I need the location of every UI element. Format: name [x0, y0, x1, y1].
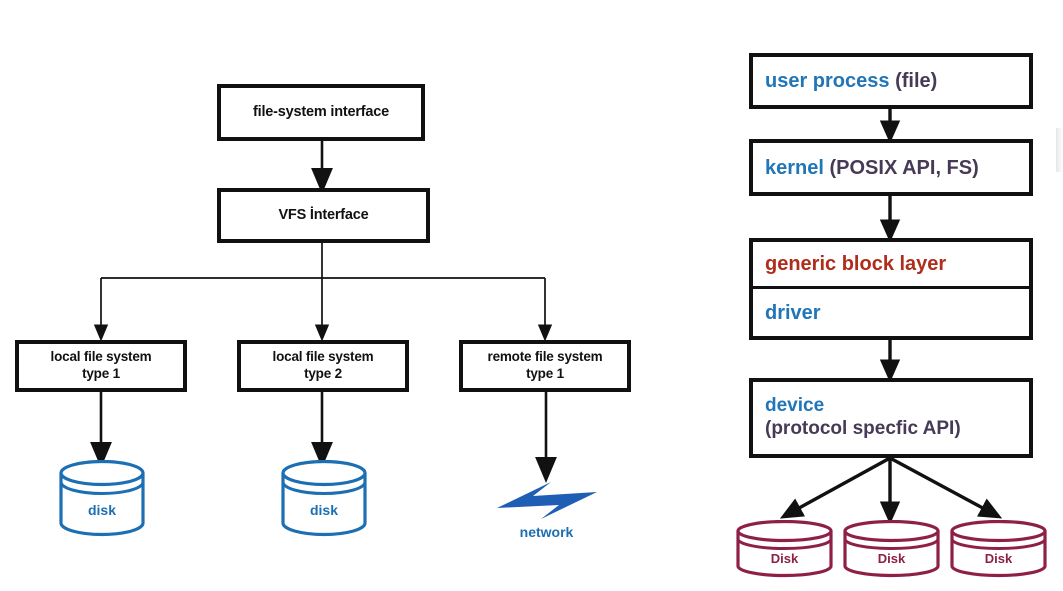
network-label: network: [519, 524, 574, 540]
node-label-line-1: local file system: [50, 349, 152, 365]
node-label: local file system type 2: [273, 349, 374, 383]
disk-cylinder-left-1: disk: [58, 459, 146, 538]
node-label-line-1: local file system: [272, 349, 374, 365]
arrow-device-to-disk-3: [889, 456, 1003, 519]
node-label-primary: user process: [765, 70, 890, 92]
node-label-line-1: remote file system: [487, 349, 603, 365]
node-label: local file system type 1: [51, 349, 152, 383]
node-block-stack[interactable]: generic block layer driver: [749, 238, 1033, 340]
node-label-primary: device: [765, 395, 825, 417]
node-kernel[interactable]: kernel (POSIX API, FS): [749, 139, 1033, 196]
node-label-line-2: type 1: [82, 366, 120, 381]
node-file-system-interface[interactable]: file-system interface: [217, 84, 425, 141]
lightning-bolt-icon: [497, 482, 597, 519]
node-label-line-2: type 2: [304, 366, 342, 381]
node-user-process[interactable]: user process (file): [749, 53, 1033, 109]
node-label-secondary: (POSIX API, FS): [829, 156, 979, 179]
cylinder-icon: [950, 519, 1047, 578]
node-local-file-system-type-2[interactable]: local file system type 2: [237, 340, 409, 392]
node-vfs-interface[interactable]: VFS İnterface: [217, 188, 430, 243]
cylinder-icon: [843, 519, 940, 578]
cylinder-icon: [59, 459, 145, 537]
disk-cylinder-right-2: Disk: [842, 519, 941, 580]
node-device[interactable]: device (protocol specfic API): [749, 378, 1033, 458]
disk-cylinder-right-1: Disk: [735, 519, 834, 580]
network-symbol: [489, 466, 604, 546]
node-label: user process (file): [765, 69, 1029, 93]
node-label: remote file system type 1: [488, 349, 603, 383]
edge-artifact: [1056, 128, 1063, 172]
disk-cylinder-left-2: disk: [280, 459, 368, 538]
disk-cylinder-right-3: Disk: [949, 519, 1048, 580]
node-label: file-system interface: [252, 104, 390, 121]
node-label: kernel (POSIX API, FS): [765, 156, 1029, 180]
node-label: generic block layer: [765, 253, 947, 275]
arrow-device-to-disk-1: [779, 456, 891, 519]
node-label-secondary: (file): [895, 70, 938, 92]
node-label-primary: kernel: [765, 156, 824, 179]
node-driver[interactable]: driver: [753, 289, 1029, 336]
cylinder-icon: [736, 519, 833, 578]
node-remote-file-system-type-1[interactable]: remote file system type 1: [459, 340, 631, 392]
node-local-file-system-type-1[interactable]: local file system type 1: [15, 340, 187, 392]
node-label-line-2: type 1: [526, 366, 564, 381]
node-label: VFS İnterface: [278, 207, 369, 224]
node-label: driver: [765, 301, 821, 324]
node-generic-block-layer[interactable]: generic block layer: [753, 242, 1029, 289]
node-label-secondary: (protocol specfic API): [765, 418, 961, 439]
cylinder-icon: [281, 459, 367, 537]
